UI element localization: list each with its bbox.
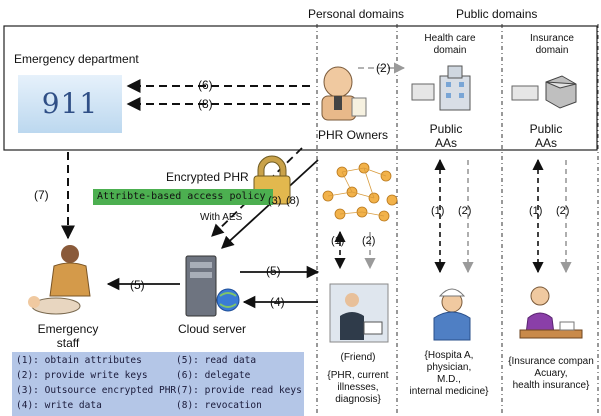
cloud-server-icon: [185, 255, 240, 317]
hospital-info-label: {Hospita A,physician,M.D.,internal medic…: [409, 350, 489, 397]
personal-domains-header: Personal domains: [308, 7, 405, 21]
friends-network-icon: [322, 162, 398, 222]
edge-label-5-right: (5): [266, 264, 281, 278]
access-policy-bar: Attribte-based access policy: [93, 189, 273, 205]
legend-item: (2): provide write keys: [16, 370, 148, 381]
legend-item: (6): delegate: [176, 370, 251, 381]
edge-label-3: (3): [268, 195, 282, 207]
with-aes-label: With AES: [200, 212, 243, 223]
edge-label-2-top: (2): [376, 61, 391, 75]
edge-label-7: (7): [34, 188, 49, 202]
friend-person-icon: [329, 283, 389, 343]
arrow-revocation-to-cloud: [211, 147, 303, 237]
hospital-building-icon: [411, 65, 471, 111]
edge-label-1-hospital: (1): [431, 205, 445, 217]
edge-label-2-friend: (2): [362, 235, 376, 247]
edge-label-6: (6): [198, 78, 213, 92]
edge-label-8: (8): [198, 97, 213, 111]
legend-item: (3): Outsource encrypted PHR: [16, 385, 177, 396]
doctor-icon: [433, 288, 471, 341]
public-domains-header: Public domains: [456, 7, 538, 21]
legend-item: (1): obtain attributes: [16, 355, 142, 366]
phr-owners-label: PHR Owners: [318, 128, 389, 142]
insurance-agent-icon: [519, 286, 583, 339]
911-sign: 911: [18, 75, 122, 133]
legend-item: (8): revocation: [176, 400, 262, 411]
edge-label-8b: (8): [286, 195, 300, 207]
encrypted-phr-label: Encrypted PHR: [166, 170, 249, 184]
legend-item: (5): read data: [176, 355, 257, 366]
legend-box: (1): obtain attributes (2): provide writ…: [12, 352, 304, 416]
legend-item: (7): provide read keys: [176, 385, 302, 396]
legend-item: (4): write data: [16, 400, 102, 411]
edge-label-1-insurance: (1): [529, 205, 543, 217]
emergency-staff-icon: [28, 245, 91, 315]
insurance-office-icon: [511, 75, 577, 109]
emergency-department-title: Emergency department: [14, 52, 139, 66]
phr-owner-icon: [321, 66, 367, 121]
cloud-server-label: Cloud server: [178, 322, 247, 336]
edge-label-5-left: (5): [130, 278, 145, 292]
edge-label-1-friend: (1): [331, 235, 345, 247]
friend-name-label: (Friend): [340, 352, 376, 363]
edge-label-2-insurance: (2): [556, 205, 570, 217]
edge-label-4: (4): [270, 295, 285, 309]
edge-label-2-hospital: (2): [458, 205, 472, 217]
